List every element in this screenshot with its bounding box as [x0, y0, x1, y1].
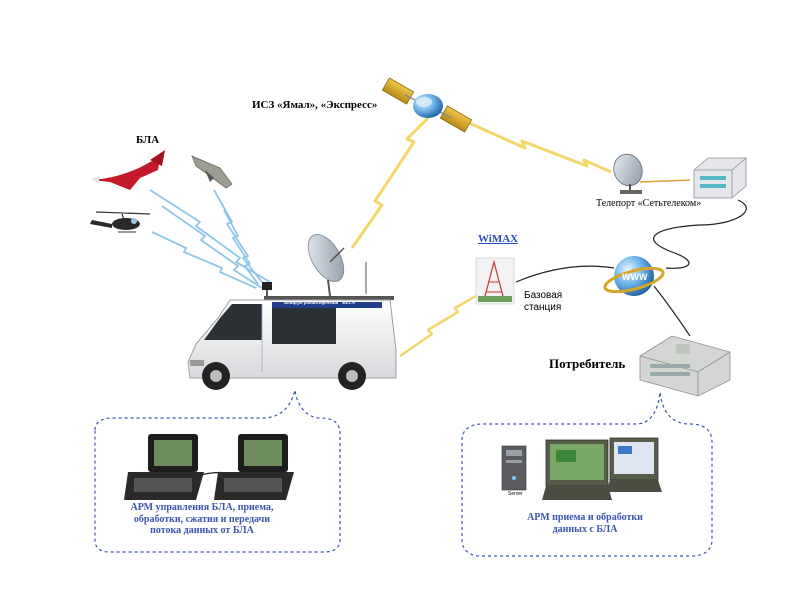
network-equipment-icon — [693, 157, 747, 199]
monitor-icon — [542, 437, 662, 500]
link-uav-glider-2 — [223, 209, 259, 285]
building-icon — [639, 335, 731, 397]
tower-icon — [475, 257, 515, 305]
uav-glider-icon — [191, 155, 233, 189]
www-globe-icon: WWW — [603, 256, 665, 296]
satellite-links — [350, 116, 612, 358]
rugged-laptop-icon — [124, 434, 294, 500]
link-uav-plane — [149, 189, 271, 283]
svg-text:WWW: WWW — [622, 272, 648, 282]
consumer-label: Потребитель — [549, 356, 626, 371]
van-logo-label: Концерн радиостроения "ВЕГА" — [284, 301, 358, 306]
uav-label: БЛА — [136, 134, 160, 146]
link-satellite-teleport — [457, 116, 612, 174]
link-uav-glider — [213, 189, 263, 283]
satellite-icon — [381, 77, 473, 133]
link-van-satellite — [350, 116, 430, 249]
mobile-station-van-icon — [187, 234, 397, 390]
cable-teleport-internet — [653, 199, 747, 269]
cable-internet-consumer — [653, 285, 691, 337]
link-van-basestation — [399, 294, 477, 358]
base-station-label: Базовая станция — [524, 290, 563, 313]
uav-helicopter-icon — [90, 211, 151, 233]
arm-right-label: АРМ приема и обработки данных с БЛА — [527, 512, 643, 535]
arm-left-label: АРМ управления БЛА, приема, обработки, с… — [130, 502, 274, 536]
link-uav-helicopter — [151, 231, 257, 289]
wimax-label: WiMAX — [478, 233, 519, 245]
cable-basestation-internet — [515, 265, 615, 283]
satellite-label: ИСЗ «Ямал», «Экспресс» — [252, 99, 378, 111]
uav-plane-icon — [92, 150, 165, 190]
link-uav-plane-2 — [161, 205, 263, 289]
teleport-dish-icon — [613, 153, 643, 194]
teleport-dish-link — [639, 179, 691, 183]
server-icon — [501, 445, 527, 491]
uav-links — [149, 189, 271, 289]
server-label: Server — [508, 491, 523, 497]
teleport-label: Телепорт «Сетьтелеком» — [596, 198, 702, 209]
